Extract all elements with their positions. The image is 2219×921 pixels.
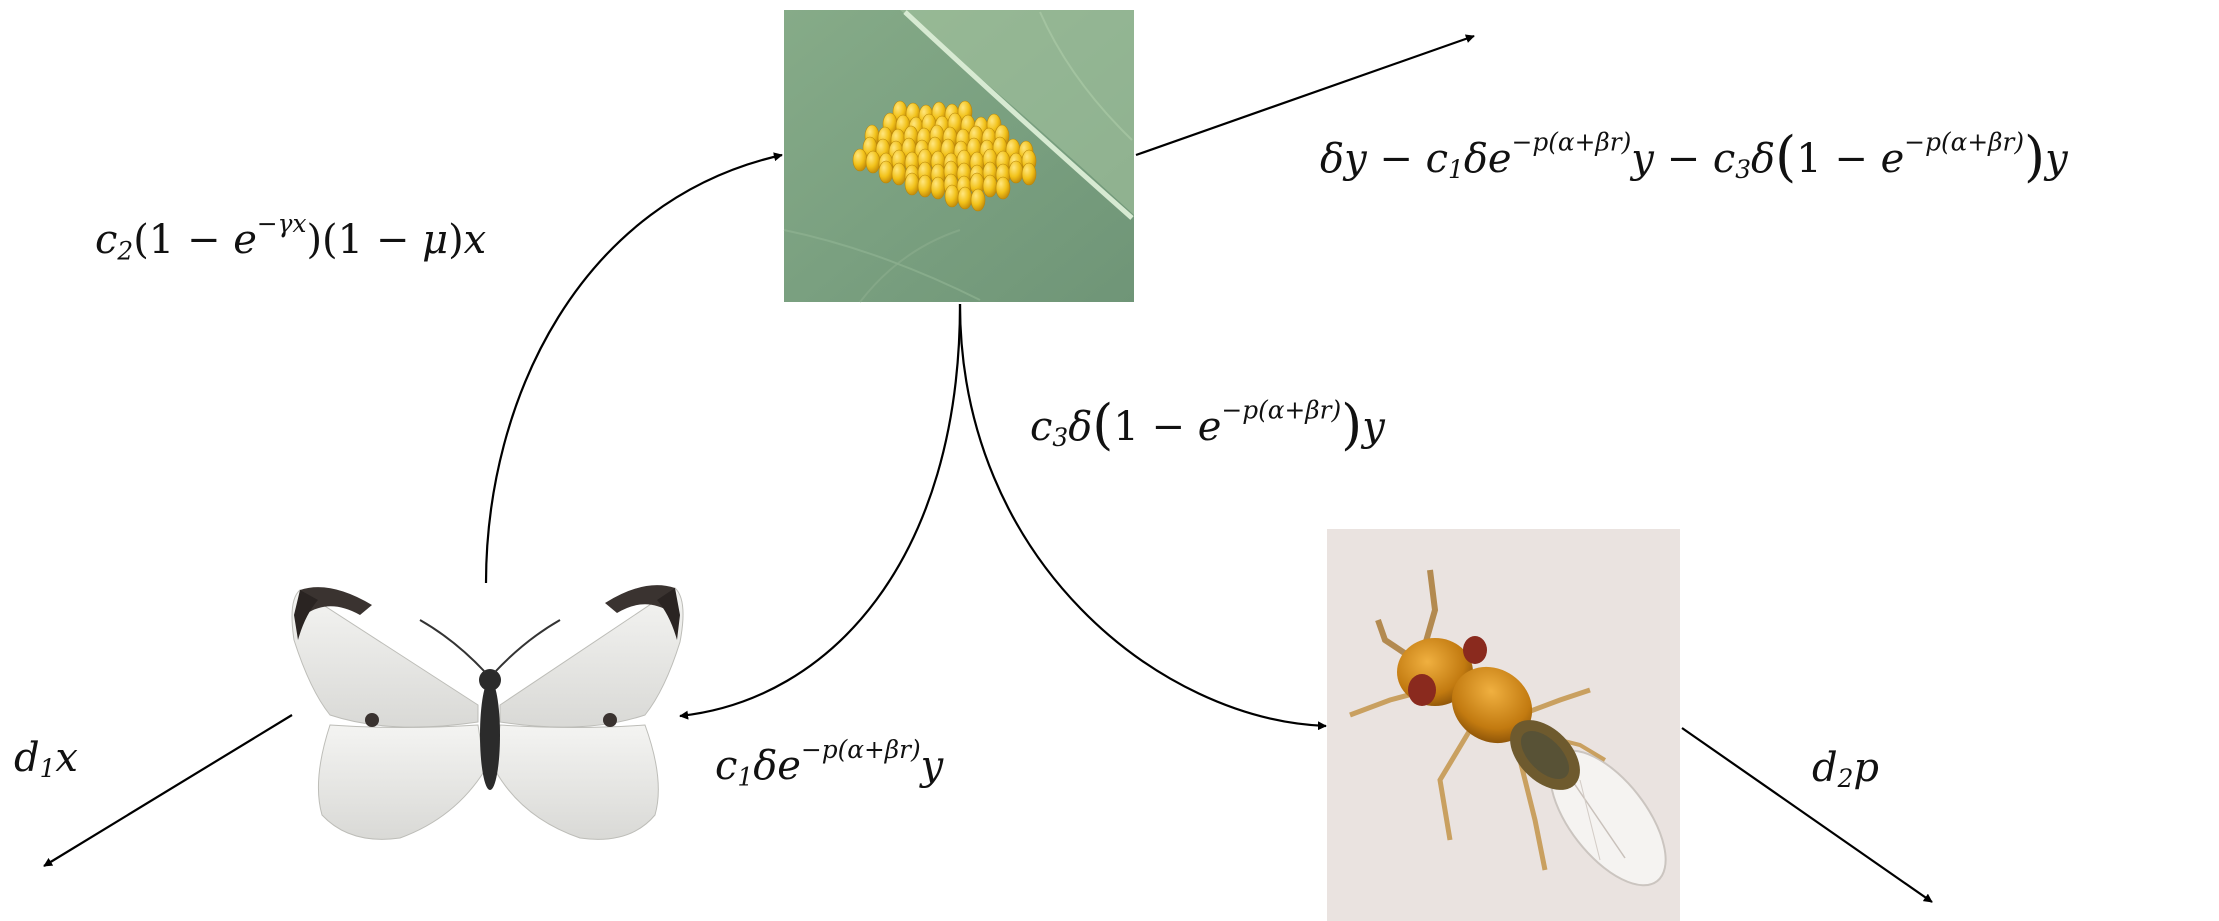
wasp-photo: [1327, 529, 1687, 921]
arrow-butterfly-death: [44, 715, 292, 866]
egg: [1009, 161, 1023, 183]
egg: [1022, 163, 1036, 185]
egg: [853, 149, 867, 171]
egg: [879, 161, 893, 183]
egg: [983, 175, 997, 197]
egg: [971, 189, 985, 211]
egg: [918, 175, 932, 197]
egg-cluster-photo: [784, 10, 1134, 302]
arrow-butterfly-to-eggs: [486, 155, 782, 583]
egg-outflow-rate-label: δy − c1δe−p(α+βr)y − c3δ(1 − e−p(α+βr))y: [1320, 130, 2068, 184]
parasitism-rate-label: c3δ(1 − e−p(α+βr))y: [1030, 398, 1385, 452]
egg: [931, 177, 945, 199]
arrow-eggs-to-wasp: [960, 304, 1326, 726]
egg: [958, 187, 972, 209]
survival-rate-label: c1δe−p(α+βr)y: [715, 738, 943, 790]
oviposition-rate-label: c2(1 − e−γx)(1 − μ)x: [95, 212, 486, 264]
wasp-death-rate-label: d2p: [1812, 748, 1879, 792]
egg: [905, 173, 919, 195]
egg: [996, 177, 1010, 199]
egg: [945, 185, 959, 207]
butterfly-photo: [292, 585, 683, 839]
butterfly-death-rate-label: d1x: [14, 738, 78, 782]
egg: [866, 151, 880, 173]
arrow-eggs-to-butterfly: [680, 304, 960, 716]
arrow-wasp-death: [1682, 728, 1932, 902]
egg: [892, 163, 906, 185]
